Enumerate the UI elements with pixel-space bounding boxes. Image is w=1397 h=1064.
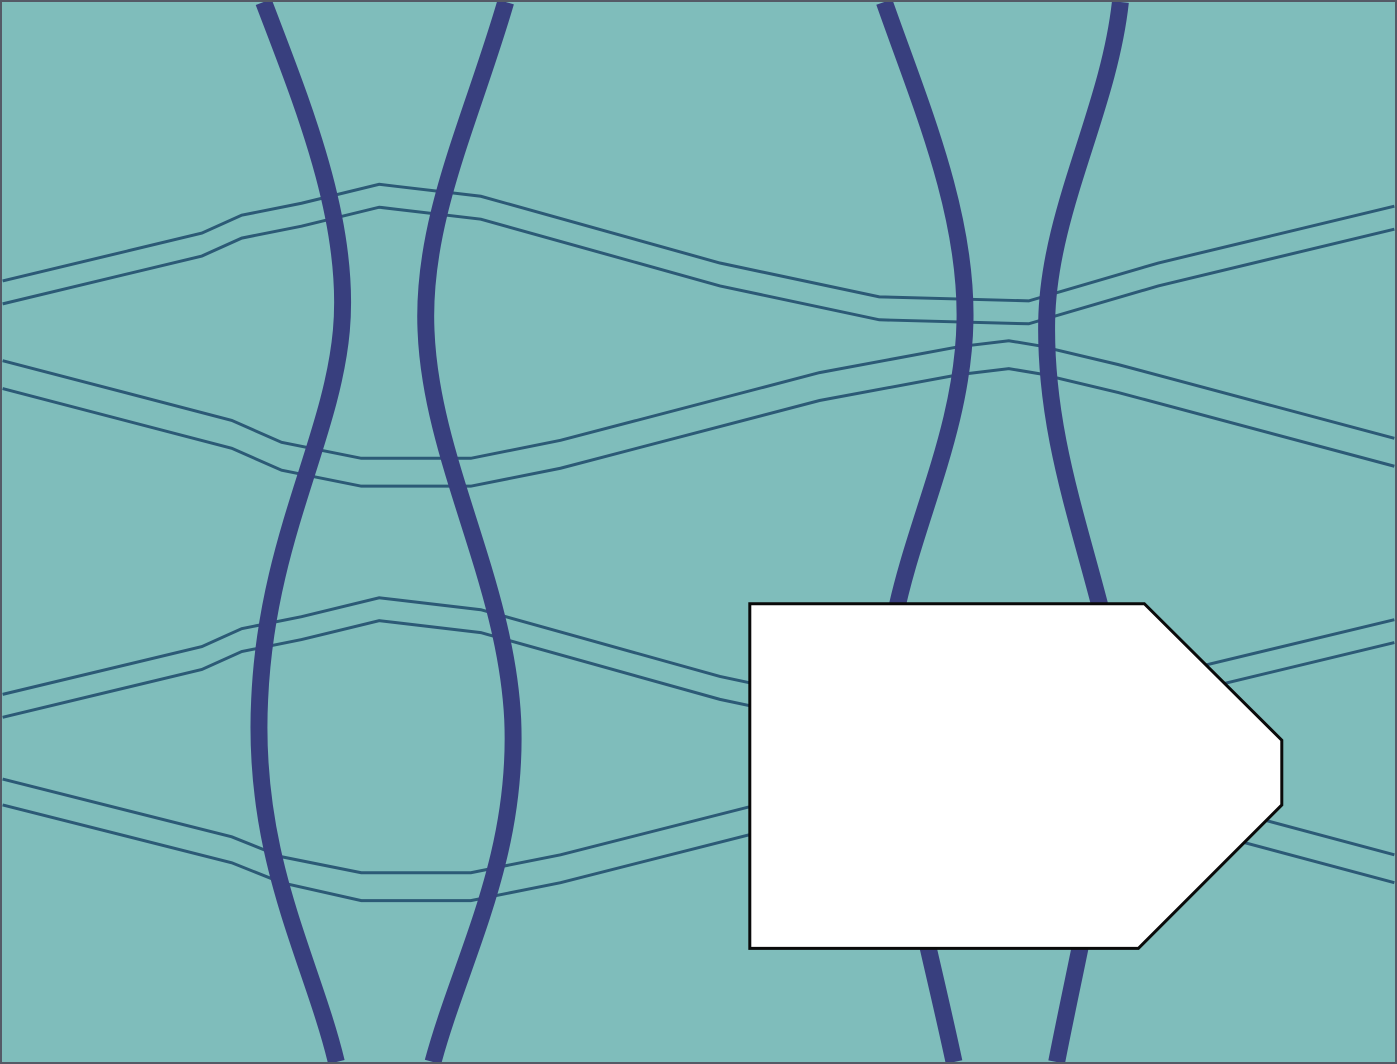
tag-shape	[748, 602, 1284, 950]
thin-line	[2, 339, 1395, 460]
thin-line	[2, 367, 1395, 488]
thin-line	[2, 182, 1395, 303]
thick-curve	[250, 2, 352, 1062]
thick-curve	[417, 2, 522, 1062]
thin-line	[2, 205, 1395, 326]
